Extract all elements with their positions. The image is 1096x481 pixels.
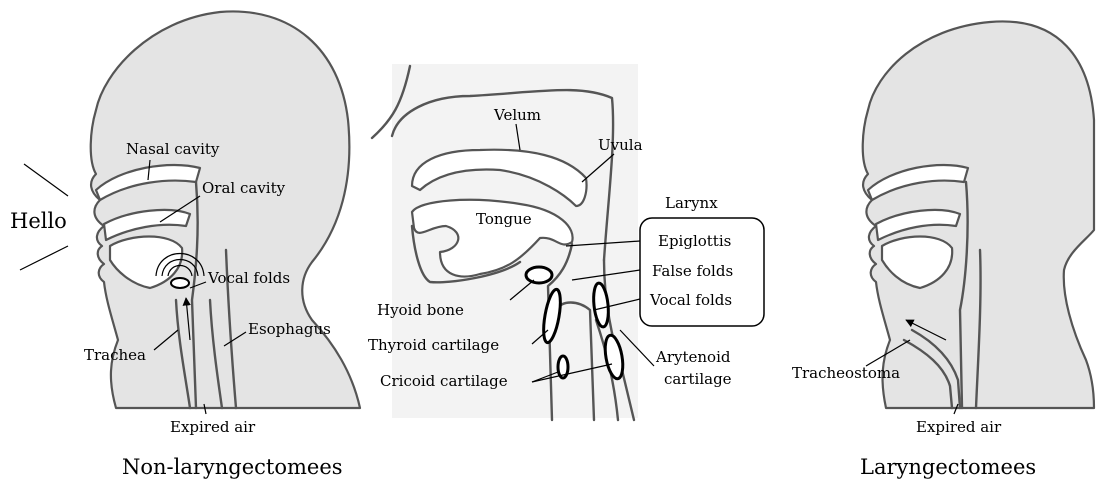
speech-line-bottom [20,246,68,270]
label-expired-air-left: Expired air [170,418,256,436]
larynx-box-title: Larynx [665,194,718,212]
label-tongue: Tongue [476,210,532,228]
label-arytenoid-line1: Arytenoid [655,348,731,366]
left-vocal-fold-ellipse [171,278,189,288]
larynx-item-false-folds: False folds [652,262,733,280]
utterance-hello: Hello [10,209,67,233]
left-panel: Hello Nasal cavity Oral cavity Vocal fol… [10,11,360,479]
larynx-item-vocal-folds: Vocal folds [649,291,732,309]
right-panel: Tracheostoma Expired air Laryngectomees [792,21,1094,479]
larynx-item-epiglottis: Epiglottis [658,232,731,250]
middle-panel: Velum Uvula Tongue Hyoid bone Thyroid ca… [368,64,764,420]
label-oral-cavity: Oral cavity [202,179,286,197]
speech-line-top [24,164,68,196]
label-thyroid-cartilage: Thyroid cartilage [368,336,499,354]
label-trachea: Trachea [84,346,146,364]
label-expired-air-right: Expired air [916,418,1002,436]
closeup-hyoid-bone [526,267,552,283]
label-arytenoid-line2: cartilage [664,370,732,388]
label-esophagus: Esophagus [248,320,331,338]
label-uvula: Uvula [598,136,643,154]
label-hyoid-bone: Hyoid bone [377,301,464,319]
caption-non-laryngectomees: Non-laryngectomees [122,455,343,479]
label-cricoid-cartilage: Cricoid cartilage [380,372,508,390]
label-velum: Velum [493,106,541,124]
label-nasal-cavity: Nasal cavity [126,140,220,158]
label-vocal-folds-left: Vocal folds [207,269,290,287]
caption-laryngectomees: Laryngectomees [860,455,1036,479]
label-tracheostoma: Tracheostoma [792,364,900,382]
